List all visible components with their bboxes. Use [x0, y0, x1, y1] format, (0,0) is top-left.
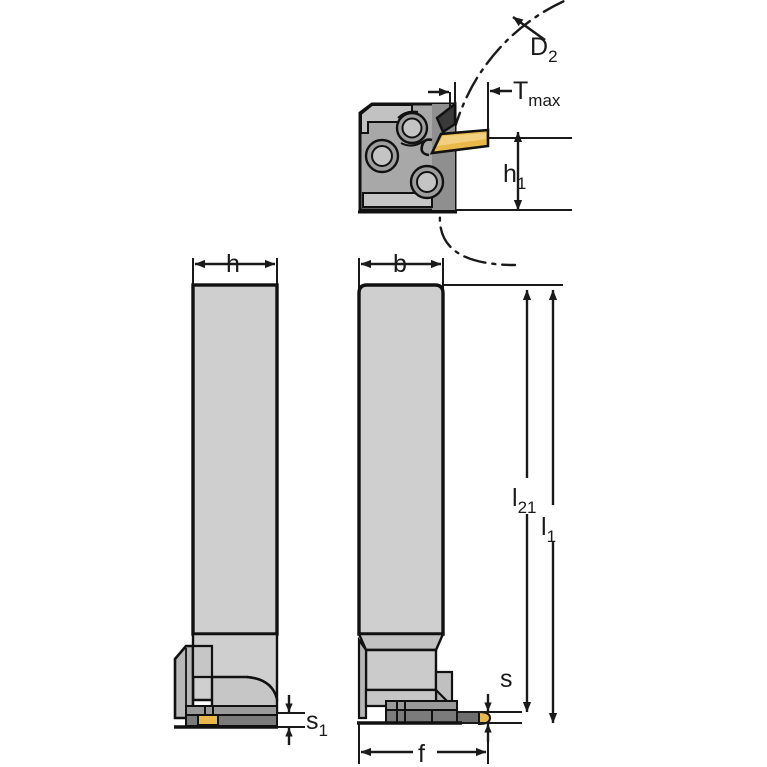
front-head-block: [364, 648, 438, 692]
label-h: h: [226, 250, 240, 278]
label-tmax: Tmax: [513, 77, 561, 110]
screw-hole-upper-inner: [401, 117, 423, 139]
side-inner-step: [191, 644, 214, 679]
label-s1: s1: [306, 707, 328, 740]
screw-hole-upper-shadow: [400, 140, 425, 147]
f-dimension-group: [358, 723, 489, 767]
label-l1: l1: [541, 513, 556, 546]
d2-leader-arrow: [512, 15, 546, 42]
label-b: b: [393, 250, 407, 278]
screw-hole-lower-inner: [416, 171, 438, 193]
side-relief-arc: [246, 675, 279, 700]
screw-hole-upper-slot: [397, 110, 419, 119]
label-f: f: [418, 740, 425, 767]
f-label-gap: [413, 735, 437, 767]
front-chamfer-block: [357, 632, 445, 652]
length-dimensions-group: [443, 284, 568, 724]
l1-label-gap: [538, 505, 568, 541]
screw-hole-left-inner: [371, 145, 393, 167]
insert-seat-notch: [420, 138, 433, 157]
label-d2: D2: [530, 33, 558, 66]
front-shank-body: [357, 283, 445, 636]
front-view-group: [357, 258, 492, 726]
side-shank-body: [191, 283, 279, 636]
insert-clamp-finger: [435, 101, 457, 134]
side-left-boss: [173, 644, 195, 720]
label-h1: h1: [503, 160, 526, 193]
label-s: s: [500, 665, 513, 693]
front-left-strip: [357, 636, 368, 720]
cutting-insert-highlight: [437, 133, 486, 146]
head-chamfer-strip: [360, 104, 413, 134]
head-lower-strip: [362, 192, 433, 208]
label-l21: l21: [512, 484, 536, 517]
side-clamp-plate-upper: [185, 705, 278, 716]
side-view-group: [173, 258, 305, 745]
detail-view-group: [358, 0, 572, 267]
side-cutting-insert: [197, 714, 219, 726]
